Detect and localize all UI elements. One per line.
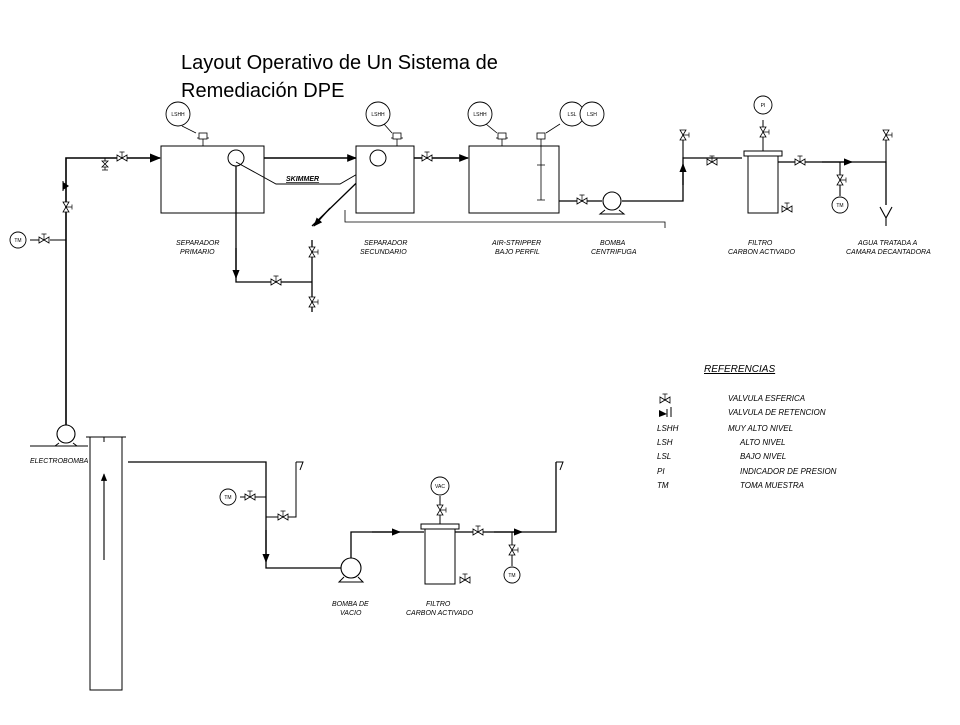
ball-valve: [277, 510, 289, 521]
legend-code-lsl: LSL: [657, 452, 671, 461]
label-bomba-centrifuga-1: BOMBA: [600, 240, 626, 247]
ball-valve: [38, 233, 50, 244]
label-bomba-vacio-1: BOMBA DE: [332, 601, 369, 608]
sample-port-tm: TM: [831, 196, 849, 214]
separador-primario: LSHH SEPARADOR PRIMARIO: [160, 101, 265, 256]
tm-label: TM: [508, 573, 515, 579]
drain-valve: [101, 157, 109, 171]
ball-valve: [836, 174, 847, 186]
ball-valve: [421, 151, 433, 162]
ball-valve: [62, 201, 73, 213]
electrobomba: ELECTROBOMBA: [30, 424, 89, 465]
sample-port-tm: TM: [9, 231, 27, 249]
ball-valve: [759, 126, 770, 138]
legend-text-indicador-presion: INDICADOR DE PRESION: [740, 467, 837, 476]
vacuum-outlet-line: [455, 461, 564, 566]
treated-water-line: [778, 132, 893, 226]
legend-text-valvula-esferica: VALVULA ESFERICA: [728, 394, 805, 403]
lsh-label: LSH: [587, 112, 597, 118]
bomba-de-vacio: BOMBA DE VACIO: [332, 528, 424, 617]
ball-valve: [270, 275, 282, 286]
drain-valve: [459, 573, 471, 584]
legend-text-valvula-retencion: VALVULA DE RETENCION: [728, 408, 826, 417]
main-supply-line: [30, 153, 162, 425]
sample-port-tm: TM: [503, 566, 521, 584]
lshh-label: LSHH: [473, 112, 487, 118]
legend-symbol-ball-valve: [659, 393, 671, 404]
label-filtro-top-1: FILTRO: [748, 240, 773, 247]
filtro-carbon-activado-top: PI FILTRO CARBON ACTIVADO: [728, 95, 796, 256]
legend-text-muy-alto-nivel: MUY ALTO NIVEL: [728, 424, 793, 433]
label-filtro-bottom-2: CARBON ACTIVADO: [406, 610, 474, 617]
well: [86, 436, 126, 691]
lsl-label: LSL: [568, 112, 577, 118]
label-separador-secundario-1: SEPARADOR: [364, 240, 407, 247]
air-stripper: LSHH LSL LSH AIR-STRIPPER BAJO PERFIL: [467, 101, 605, 256]
title-line-1: Layout Operativo de Un Sistema de: [181, 52, 498, 74]
tm-label: TM: [14, 238, 21, 244]
label-agua-tratada-2: CAMARA DECANTADORA: [846, 249, 931, 256]
label-agua-tratada-1: AGUA TRATADA A: [857, 240, 918, 247]
pi-label: PI: [761, 103, 766, 109]
title-line-2: Remediación DPE: [181, 80, 345, 102]
label-filtro-top-2: CARBON ACTIVADO: [728, 249, 796, 256]
vacuum-suction-line: [128, 461, 341, 569]
label-agua-tratada: AGUA TRATADA A CAMARA DECANTADORA: [846, 240, 931, 256]
label-separador-primario-2: PRIMARIO: [180, 249, 215, 256]
legend: REFERENCIAS LSHH LSH LSL PI TM VALVULA E…: [657, 364, 837, 490]
ball-valve: [882, 129, 893, 141]
legend-text-alto-nivel: ALTO NIVEL: [739, 438, 786, 447]
ball-valve: [436, 504, 447, 516]
ball-valve: [794, 155, 806, 166]
legend-code-tm: TM: [657, 481, 669, 490]
check-valve: [62, 181, 69, 191]
legend-heading: REFERENCIAS: [704, 364, 775, 375]
label-air-stripper-2: BAJO PERFIL: [495, 249, 540, 256]
bomba-centrifuga: BOMBA CENTRIFUGA: [591, 191, 637, 256]
ball-valve: [472, 525, 484, 536]
label-bomba-vacio-2: VACIO: [340, 610, 362, 617]
label-separador-secundario-2: SECUNDARIO: [360, 249, 407, 256]
ball-valve: [116, 151, 128, 162]
label-separador-primario-1: SEPARADOR: [176, 240, 219, 247]
legend-code-lsh: LSH: [657, 438, 673, 447]
skimmer-label: SKIMMER: [286, 176, 319, 183]
label-air-stripper-1: AIR-STRIPPER: [491, 240, 541, 247]
legend-symbol-check-valve: [659, 407, 672, 417]
lshh-label: LSHH: [371, 112, 385, 118]
label-bomba-centrifuga-2: CENTRIFUGA: [591, 249, 637, 256]
label-electrobomba: ELECTROBOMBA: [30, 458, 89, 465]
legend-text-toma-muestra: TOMA MUESTRA: [740, 481, 804, 490]
filtro-carbon-activado-bottom: VAC FILTRO CARBON ACTIVADO: [406, 476, 474, 617]
diagram-title: Layout Operativo de Un Sistema de Remedi…: [181, 49, 498, 105]
ball-valve: [679, 129, 690, 141]
section-bracket: [344, 210, 666, 228]
label-filtro-bottom-1: FILTRO: [426, 601, 451, 608]
ball-valve: [576, 194, 588, 205]
tm-label: TM: [224, 495, 231, 501]
lshh-label: LSHH: [171, 112, 185, 118]
legend-text-bajo-nivel: BAJO NIVEL: [740, 452, 786, 461]
sample-port-tm: TM: [219, 488, 237, 506]
centrifugal-pump-line: [559, 132, 742, 202]
tm-label: TM: [836, 203, 843, 209]
legend-code-lshh: LSHH: [657, 424, 679, 433]
separador-secundario: LSHH SEPARADOR SECUNDARIO: [355, 101, 415, 256]
legend-code-pi: PI: [657, 467, 665, 476]
drain-valve: [781, 202, 793, 213]
ball-valve: [308, 296, 319, 308]
ball-valve: [508, 544, 519, 556]
ball-valve: [244, 490, 256, 501]
vac-label: VAC: [435, 484, 445, 490]
ball-valve: [308, 246, 319, 258]
